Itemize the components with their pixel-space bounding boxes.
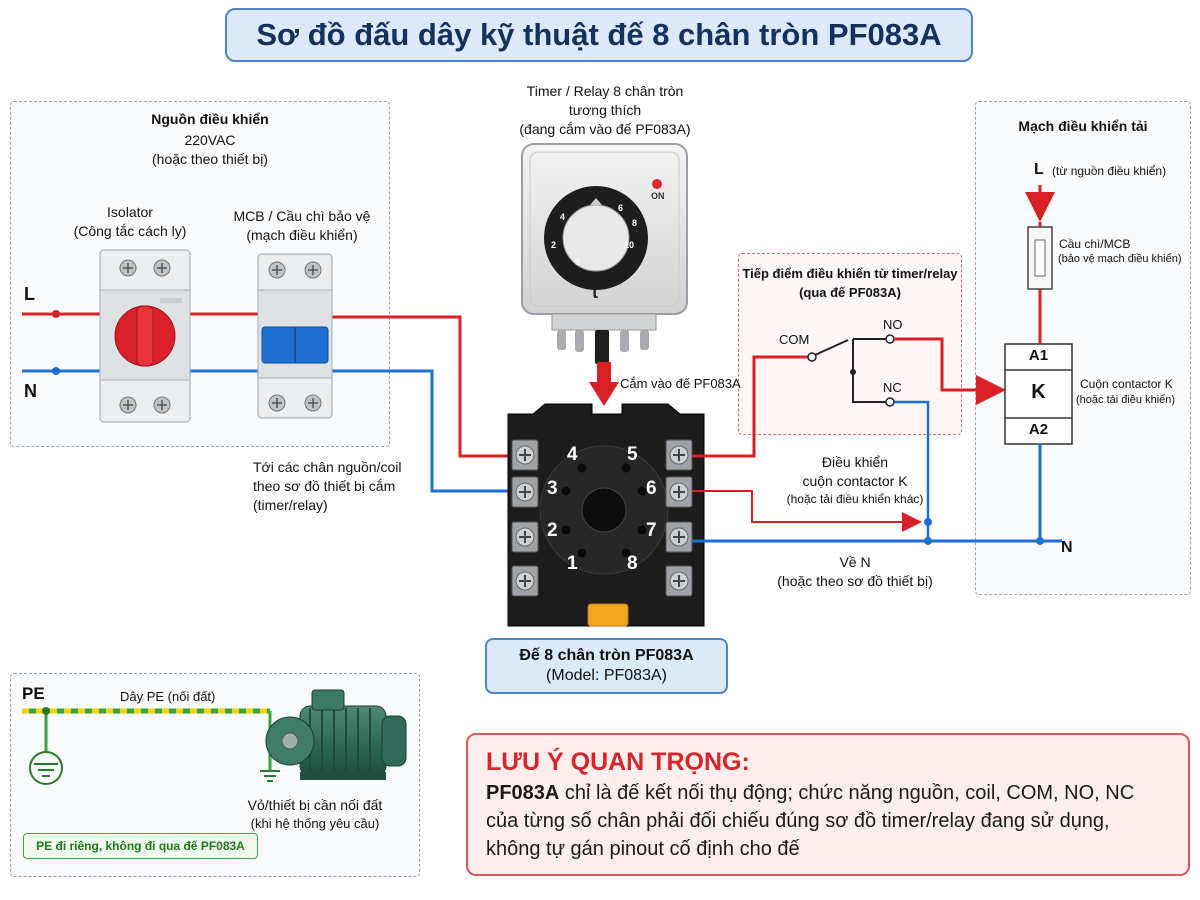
pe-label: PE xyxy=(22,684,45,703)
fuse-note: (bảo vệ mạch điều khiển) xyxy=(1058,253,1182,265)
ground-small-icon xyxy=(260,770,280,782)
timer-caption-1: Timer / Relay 8 chân tròn xyxy=(526,83,684,99)
base-label-box: Đế 8 chân tròn PF083A (Model: PF083A) xyxy=(485,638,728,694)
source-panel-title: Nguồn điều khiển xyxy=(151,111,269,127)
pin-number-1: 1 xyxy=(567,553,578,574)
contact-com-label: COM xyxy=(779,332,810,347)
control-note-line-1: Điều khiển xyxy=(821,454,889,470)
control-note-line-3: (hoặc tải điều khiển khác) xyxy=(786,492,924,506)
timer-symbol: t xyxy=(592,282,598,302)
wire-no-to-coil xyxy=(894,337,1006,405)
contact-nc-label: NC xyxy=(883,380,902,395)
coil-note: (hoặc tải điều khiển) xyxy=(1076,394,1176,406)
wire-nc-down xyxy=(890,400,932,541)
base-screw-terminals xyxy=(511,439,693,597)
dial-tick-8: 8 xyxy=(632,218,638,228)
load-circuit xyxy=(1004,185,1073,541)
load-L-note: (từ nguồn điều khiển) xyxy=(1052,164,1167,178)
pin-number-8: 8 xyxy=(627,553,638,574)
line-L-label: L xyxy=(24,284,35,304)
load-L-label: L xyxy=(1034,161,1044,178)
device-note-line-2: theo sơ đồ thiết bị cắm xyxy=(253,478,396,494)
timer-relay xyxy=(521,143,688,364)
mcb-label: MCB / Cầu chì bảo vệ xyxy=(233,208,371,224)
dial-tick-0: 0 xyxy=(575,257,581,267)
important-note-line-2: của từng số chân phải đối chiếu đúng sơ … xyxy=(486,810,1110,832)
page-title-text: Sơ đồ đấu dây kỹ thuật đế 8 chân tròn PF… xyxy=(256,17,942,52)
isolator-device xyxy=(99,249,191,423)
contact-panel-title-1: Tiếp điểm điều khiển từ timer/relay xyxy=(742,266,958,281)
dial-tick-4: 4 xyxy=(560,212,566,222)
pin-number-7: 7 xyxy=(646,520,657,541)
plug-in-label: Cắm vào đế PF083A xyxy=(620,376,741,391)
pin-number-6: 6 xyxy=(646,478,657,499)
mcb-sublabel: (mạch điều khiển) xyxy=(246,227,358,243)
pin-number-5: 5 xyxy=(627,444,638,465)
wire-pin7-to-N xyxy=(692,537,1062,545)
source-voltage: 220VAC xyxy=(184,132,236,148)
line-N-label: N xyxy=(24,381,37,401)
mcb-device xyxy=(257,253,333,419)
load-N-label: N xyxy=(1061,539,1073,556)
return-note-line-1: Về N xyxy=(839,554,871,570)
contactor-coil xyxy=(1004,343,1073,445)
pe-device-label: Vỏ/thiết bị cần nối đất xyxy=(247,797,383,813)
wire-N-source xyxy=(22,367,512,493)
base-label-model: (Model: PF083A) xyxy=(546,667,667,684)
pin-number-2: 2 xyxy=(547,520,558,541)
wire-pin5-to-com xyxy=(692,355,808,458)
coil-A1-label: A1 xyxy=(1028,347,1049,364)
source-voltage-note: (hoặc theo thiết bị) xyxy=(152,151,268,167)
coil-title: Cuộn contactor K xyxy=(1080,377,1173,391)
timer-caption-3: (đang cắm vào đế PF083A) xyxy=(519,121,691,137)
control-note-line-2: cuộn contactor K xyxy=(802,473,908,489)
base-label-title: Đế 8 chân tròn PF083A xyxy=(519,647,694,664)
on-led-icon xyxy=(652,179,662,189)
isolator-label: Isolator xyxy=(107,204,153,220)
device-note-line-1: Tới các chân nguồn/coil xyxy=(253,459,402,475)
important-note-box: LƯU Ý QUAN TRỌNG: PF083A chỉ là đế kết n… xyxy=(466,733,1190,876)
wire-L-source xyxy=(22,310,512,458)
important-note-model: PF083A xyxy=(486,782,560,804)
pe-separate-note: PE đi riêng, không đi qua đế PF083A xyxy=(23,833,258,859)
ground-symbol-icon xyxy=(29,751,63,785)
contact-panel xyxy=(738,253,962,435)
coil-A2-label: A2 xyxy=(1028,421,1049,438)
pin-number-3: 3 xyxy=(547,478,558,499)
contact-no-label: NO xyxy=(883,317,903,332)
dial-tick-10: 10 xyxy=(624,240,635,250)
pe-wire-label: Dây PE (nối đất) xyxy=(120,689,216,704)
pe-device-note: (khi hệ thống yêu cầu) xyxy=(250,816,380,831)
timer-caption-2: tương thích xyxy=(568,102,642,118)
important-note-line-1-text: chỉ là đế kết nối thụ động; chức năng ng… xyxy=(559,782,1135,804)
motor-icon xyxy=(265,689,407,780)
switch-contacts xyxy=(807,334,895,407)
fuse-title: Cầu chì/MCB xyxy=(1059,237,1131,251)
page-title: Sơ đồ đấu dây kỹ thuật đế 8 chân tròn PF… xyxy=(225,8,973,62)
isolator-sublabel: (Công tắc cách ly) xyxy=(73,223,187,239)
contact-panel-title-2: (qua đế PF083A) xyxy=(799,285,901,300)
dial-tick-6: 6 xyxy=(618,203,624,213)
important-note-line-3: không tự gán pinout cố định cho đế xyxy=(486,838,800,860)
device-note-line-3: (timer/relay) xyxy=(253,497,328,513)
plug-in-arrow-icon xyxy=(589,362,619,406)
important-note-title: LƯU Ý QUAN TRỌNG: xyxy=(486,748,750,776)
pin-number-4: 4 xyxy=(567,444,578,465)
timer-on-label: ON xyxy=(651,191,665,201)
wire-pin6-control xyxy=(692,490,922,532)
pf083a-base xyxy=(507,403,705,627)
important-note-line-1: PF083A chỉ là đế kết nối thụ động; chức … xyxy=(486,779,1170,807)
coil-K-label: K xyxy=(1031,381,1046,403)
load-panel-title: Mạch điều khiển tải xyxy=(1018,118,1148,134)
return-note-line-2: (hoặc theo sơ đồ thiết bị) xyxy=(777,573,933,589)
dial-tick-2: 2 xyxy=(551,240,557,250)
